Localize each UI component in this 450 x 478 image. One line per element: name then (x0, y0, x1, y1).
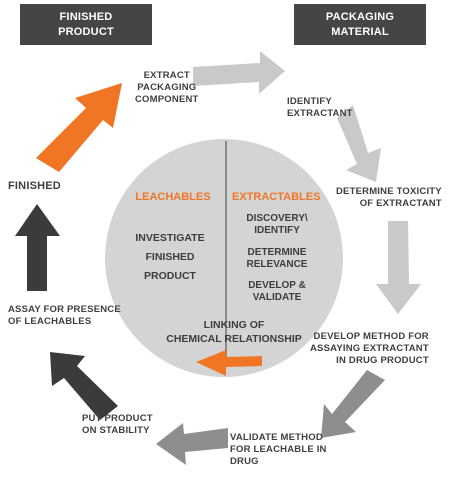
finished-product-header-text: FINISHED PRODUCT (58, 10, 114, 38)
label-validate-method: VALIDATE METHOD FOR LEACHABLE IN DRUG (230, 432, 327, 467)
extractables-step-discovery: DISCOVERY\ IDENTIFY (246, 213, 308, 236)
arrow-extract-to-identify (193, 51, 285, 94)
leachables-step-1: INVESTIGATE (135, 232, 205, 244)
leachables-title: LEACHABLES (135, 191, 211, 203)
arrow-stability-to-assay (50, 352, 118, 420)
linking-label: LINKING OF CHEMICAL RELATIONSHIP (166, 319, 302, 345)
extractables-title: EXTRACTABLES (232, 191, 321, 203)
arrow-validate-to-stability (156, 423, 228, 465)
extractables-step-validate: DEVELOP & VALIDATE (248, 280, 306, 303)
linking-arrow (196, 350, 262, 376)
finished-product-header: FINISHED PRODUCT (20, 4, 152, 45)
leachables-step-3: PRODUCT (144, 270, 196, 282)
arrow-develop-to-validate (321, 370, 385, 438)
label-extract-packaging-component: EXTRACT PACKAGING COMPONENT (135, 70, 199, 105)
arrow-identify-to-toxicity (337, 105, 381, 182)
label-identify-extractant: IDENTIFY EXTRACTANT (287, 96, 353, 119)
extractables-step-relevance: DETERMINE RELEVANCE (246, 247, 308, 270)
label-determine-toxicity: DETERMINE TOXICITY OF EXTRACTANT (336, 186, 442, 209)
packaging-material-header: PACKAGING MATERIAL (294, 4, 426, 45)
label-finished: FINISHED (8, 180, 61, 192)
center-circle (105, 139, 343, 377)
packaging-material-header-text: PACKAGING MATERIAL (325, 10, 395, 38)
arrow-assay-to-finished (15, 204, 60, 291)
arrow-finished-to-extract (36, 83, 122, 172)
label-develop-method: DEVELOP METHOD FOR ASSAYING EXTRACTANT I… (310, 331, 429, 366)
label-put-product-on-stability: PUT PRODUCT ON STABILITY (82, 413, 153, 436)
arrow-toxicity-to-develop (376, 221, 421, 314)
label-assay-for-leachables: ASSAY FOR PRESENCE OF LEACHABLES (8, 304, 121, 327)
leachables-step-2: FINISHED (145, 251, 195, 263)
